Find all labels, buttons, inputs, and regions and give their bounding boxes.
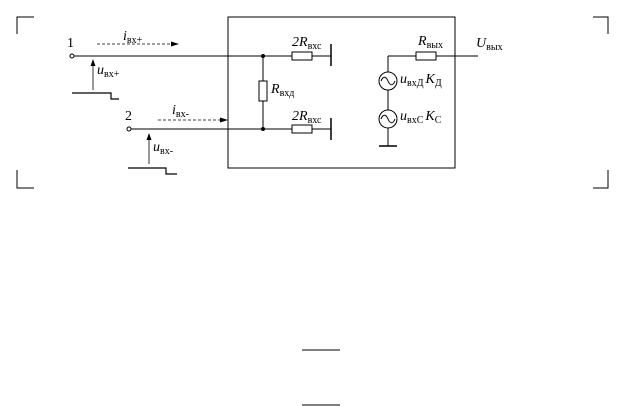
current-plus-label: iвх+ bbox=[123, 29, 143, 46]
corner-mark-bottom-right bbox=[593, 170, 609, 189]
resistor-r-vyh-label: Rвых bbox=[417, 34, 443, 51]
voltage-plus-arrowhead bbox=[90, 59, 96, 66]
ground-plus bbox=[72, 92, 119, 100]
resistor-2r-vhs-bottom-label: 2Rвхс bbox=[292, 109, 322, 126]
input-resistance-network: Rвхд 2Rвхс 2Rвхс bbox=[258, 35, 332, 140]
voltage-minus-label: uвх- bbox=[153, 140, 173, 157]
voltage-minus-arrowhead bbox=[146, 133, 152, 140]
resistor-2r-vhs-top-label: 2Rвхс bbox=[292, 35, 322, 52]
node-2-label: 2 bbox=[125, 109, 132, 124]
current-minus-arrowhead bbox=[220, 117, 228, 123]
resistor-r-vhd bbox=[258, 80, 268, 102]
input-plus: 1 iвх+ uвх+ bbox=[67, 29, 292, 100]
node-2-terminal bbox=[126, 126, 132, 132]
current-plus-arrowhead bbox=[171, 41, 179, 47]
corner-mark-bottom-left bbox=[16, 170, 34, 189]
amplifier-box bbox=[227, 16, 456, 169]
corner-mark-top-right bbox=[593, 16, 609, 34]
current-minus-label: iвх- bbox=[172, 103, 189, 120]
ground-minus bbox=[128, 167, 177, 175]
output-label: Uвых bbox=[476, 36, 503, 53]
node-1-label: 1 bbox=[67, 36, 74, 51]
resistor-2r-vhs-top bbox=[291, 51, 313, 61]
voltage-plus-label: uвх+ bbox=[97, 63, 120, 80]
corner-mark-top-left bbox=[16, 16, 34, 34]
resistor-r-vyh bbox=[415, 51, 437, 61]
resistor-r-vhd-label: Rвхд bbox=[270, 82, 294, 99]
input-minus: 2 iвх- uвх- bbox=[125, 103, 292, 175]
resistor-2r-vhs-bottom bbox=[291, 124, 313, 134]
source-common-sine-icon bbox=[380, 114, 396, 124]
source-differential-sine-icon bbox=[380, 76, 396, 86]
node-1-terminal bbox=[69, 53, 75, 59]
corner-marks bbox=[16, 16, 609, 189]
